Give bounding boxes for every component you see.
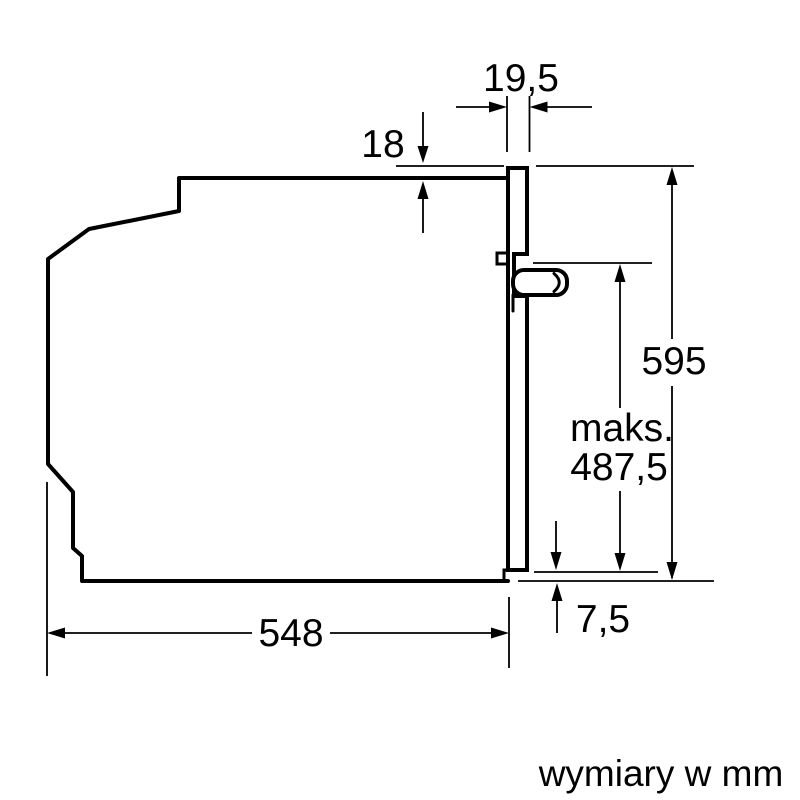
door-hinge-tab — [495, 251, 510, 266]
dim-top-overhang: 18 — [361, 112, 504, 233]
dim-bottom-clearance-arrow-down-icon — [550, 552, 562, 570]
oven-body — [46, 176, 510, 583]
dim-depth-label: 548 — [258, 612, 323, 655]
oven-door — [495, 166, 569, 583]
dim-max-height-arrow-down-icon — [614, 553, 626, 571]
door-handle — [511, 268, 569, 297]
door-bottom-step — [502, 568, 510, 583]
dim-max-height-label-value: 487,5 — [570, 446, 668, 489]
dim-bottom-clearance-arrow-up-icon — [551, 583, 563, 601]
dim-total-height: 595 — [518, 165, 714, 582]
dim-door-thickness-arrow-left-icon — [529, 101, 548, 113]
dim-door-thickness-arrow-right-icon — [489, 101, 507, 113]
dim-max-height: maks. 487,5 — [533, 262, 674, 573]
dim-total-height-label: 595 — [641, 340, 706, 383]
dim-depth-arrow-right-icon — [491, 627, 509, 639]
units-caption: wymiary w mm — [538, 753, 784, 794]
handle-cap-line — [552, 272, 561, 293]
dim-top-overhang-label: 18 — [361, 123, 404, 166]
dim-depth-arrow-left-icon — [47, 627, 65, 639]
dim-top-overhang-arrow-down-icon — [417, 146, 429, 163]
door-panel — [506, 166, 529, 572]
dim-max-height-label-word: maks. — [570, 407, 674, 450]
dim-bottom-clearance-label: 7,5 — [576, 598, 630, 641]
dim-total-height-arrow-down-icon — [666, 562, 678, 580]
dim-max-height-arrow-up-icon — [614, 264, 626, 282]
dim-bottom-clearance: 7,5 — [550, 521, 630, 641]
dim-door-thickness-label: 19,5 — [483, 57, 559, 100]
dim-top-overhang-arrow-up-icon — [417, 181, 429, 199]
dim-total-height-arrow-up-icon — [666, 167, 678, 185]
dim-depth: 548 — [46, 482, 510, 676]
dim-door-thickness: 19,5 — [456, 57, 592, 152]
oven-body-outline — [46, 176, 510, 583]
